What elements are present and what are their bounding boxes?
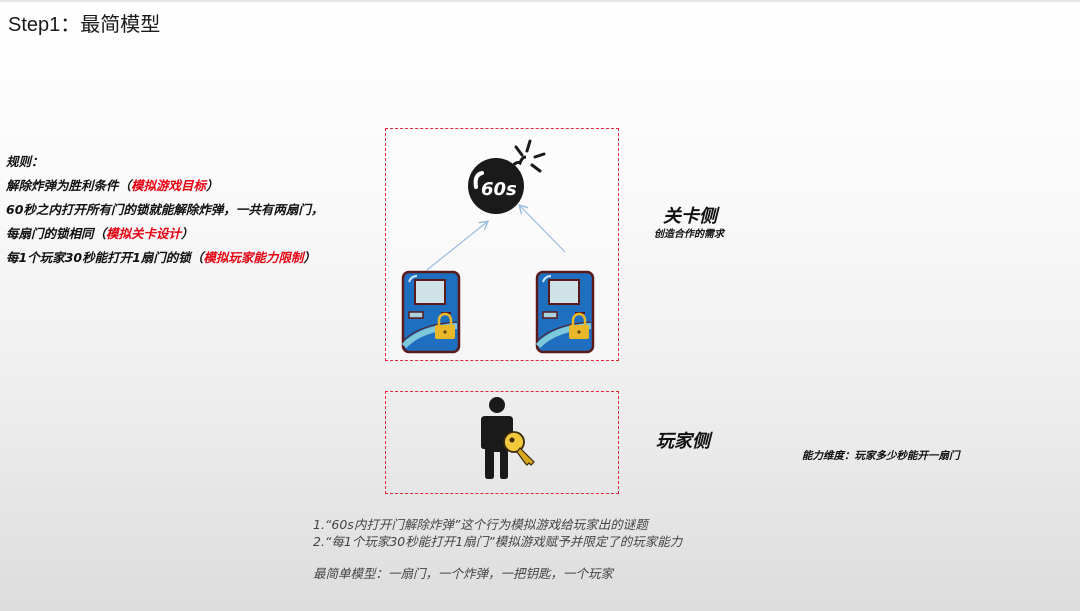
rule-line: 每扇门的锁相同（模拟关卡设计） — [6, 222, 323, 246]
player-side-box — [385, 391, 619, 494]
rule-text: 60秒之内打开所有门的锁就能解除炸弹，一共有两扇门， — [6, 202, 324, 217]
bracket: （ — [118, 178, 132, 193]
level-side-label: 关卡侧 — [663, 206, 717, 227]
arrow-connectors — [426, 128, 566, 271]
bracket: ） — [303, 250, 316, 265]
rule-highlight: 模拟玩家能力限制 — [203, 250, 304, 265]
person-with-key-icon — [481, 397, 535, 479]
player-side-subtitle: 能力维度：玩家多少秒能开一扇门 — [802, 450, 960, 462]
bracket: （ — [93, 226, 107, 241]
bracket: （ — [190, 250, 204, 265]
page-title: Step1：最简模型 — [8, 14, 161, 36]
rule-line: 60秒之内打开所有门的锁就能解除炸弹，一共有两扇门， — [6, 198, 323, 222]
notes-block: 1.“60s内打开门解除炸弹”这个行为模拟游戏给玩家出的谜题 2.“每1个玩家3… — [313, 516, 682, 582]
note-line-2: 2.“每1个玩家30秒能打开1扇门”模拟游戏赋予并限定了的玩家能力 — [313, 534, 683, 549]
rule-highlight: 模拟关卡设计 — [106, 226, 182, 241]
locked-door-icon — [401, 270, 461, 354]
level-side-subtitle: 创造合作的需求 — [654, 229, 724, 240]
rule-highlight: 模拟游戏目标 — [131, 178, 207, 193]
player-side-label: 玩家侧 — [656, 431, 710, 452]
rules-heading: 规则： — [6, 154, 44, 169]
note-line-1: 1.“60s内打开门解除炸弹”这个行为模拟游戏给玩家出的谜题 — [313, 517, 648, 532]
bracket: ） — [206, 178, 219, 193]
rules-block: 规则： 解除炸弹为胜利条件（模拟游戏目标） 60秒之内打开所有门的锁就能解除炸弹… — [6, 150, 323, 270]
bracket: ） — [181, 226, 194, 241]
bomb-timer-label: 60s — [481, 179, 517, 200]
rule-line: 解除炸弹为胜利条件（模拟游戏目标） — [6, 174, 323, 198]
rule-text: 每扇门的锁相同 — [6, 226, 94, 241]
rule-line: 每1个玩家30秒能打开1扇门的锁（模拟玩家能力限制） — [6, 246, 323, 270]
rule-text: 解除炸弹为胜利条件 — [6, 178, 119, 193]
bomb-icon: 60s — [468, 139, 546, 214]
locked-door-icon — [535, 270, 595, 354]
rule-text: 每1个玩家30秒能打开1扇门的锁 — [6, 250, 191, 265]
note-summary: 最简单模型：一扇门，一个炸弹，一把钥匙，一个玩家 — [313, 566, 614, 581]
top-divider — [0, 0, 1080, 2]
